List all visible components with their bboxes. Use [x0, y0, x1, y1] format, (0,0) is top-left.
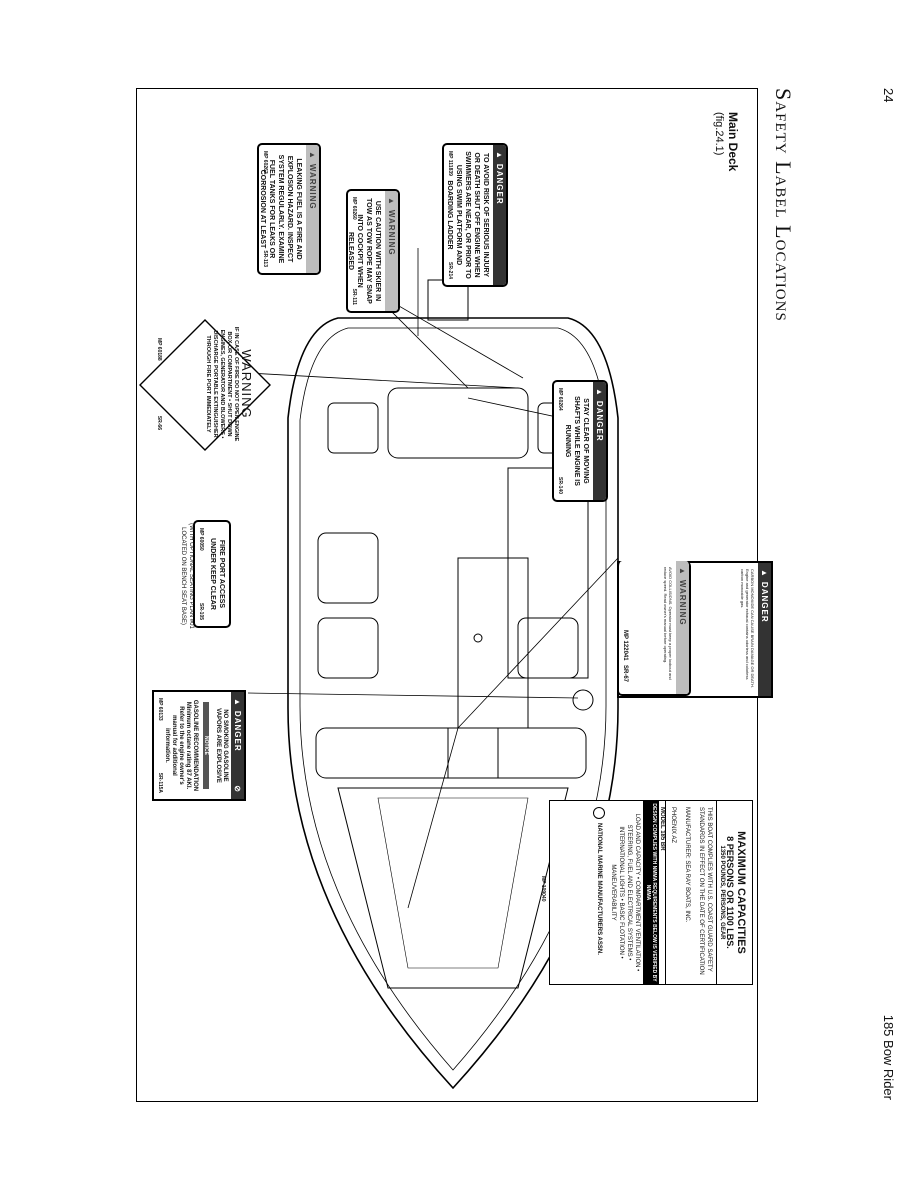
label-mp: MP 109040: [540, 876, 546, 902]
capacity-nmma-bar: DESIGN COMPLIES WITH NMMA REQUIREMENTS B…: [643, 801, 659, 984]
warning-triangle-icon: ▲: [495, 151, 504, 160]
capacity-place: PHOENIX AZ: [670, 807, 676, 844]
steering-wheel: [572, 689, 594, 711]
capacity-list: LOAD AND CAPACITY • COMPARTMENT VENTILAT…: [610, 813, 640, 972]
fire-port-note: (WITH OPTIONAL SEATING PLAN #01 LOCATED …: [180, 523, 194, 629]
label-sr: SR-66: [156, 415, 162, 430]
label-sr: SR-214: [447, 262, 453, 279]
capacity-model: MODEL 185 BR: [659, 801, 666, 984]
label-text-secondary: GASOLINE RECOMMENDATION Minimum octane r…: [164, 699, 198, 792]
warning-label-fuel: ▲WARNING LEAKING FUEL IS A FIRE AND EXPL…: [257, 143, 321, 275]
warning-triangle-icon: ▲: [595, 388, 604, 397]
label-mp: MP 60050: [198, 528, 204, 551]
label-mp: MP 60133: [157, 698, 163, 721]
warning-triangle-icon: ▲: [308, 151, 317, 160]
warning-triangle-icon: ▲: [760, 569, 769, 578]
warning-triangle-icon: ▲: [233, 698, 242, 707]
helm-seat: [317, 617, 379, 679]
label-text: IF IN CASE OF FIRE DO NOT OPEN ENGINE BO…: [205, 326, 239, 442]
label-text: NO SMOKING GASOLINE VAPORS ARE EXPLOSIVE: [215, 708, 228, 783]
label-header: ▲DANGER⊘: [231, 692, 244, 799]
label-text: AVOID COLLISIONS. Operator must keep a p…: [663, 567, 673, 680]
label-sr: SR-115A: [157, 772, 163, 793]
deck-fitting: [473, 633, 483, 643]
label-text: STAY CLEAR OF MOVING SHAFTS WHILE ENGINE…: [564, 396, 589, 486]
port-seat-fore: [517, 617, 579, 679]
label-header: ▲WARNING: [676, 561, 689, 694]
label-header: ▲DANGER: [493, 145, 506, 285]
walkthrough: [447, 727, 499, 779]
label-mp: MP 111839: [447, 151, 453, 176]
bow-lounge-inner: [377, 797, 529, 969]
hull-outline: [287, 317, 619, 1090]
leader-line: [247, 692, 579, 699]
warning-triangle-icon: ▲: [387, 197, 396, 206]
capacity-nmma: NATIONAL MARINE MANUFACTURERS ASSN.: [596, 823, 602, 955]
label-text: CARBON MONOXIDE CAN CAUSE BRAIN DAMAGE O…: [740, 569, 755, 688]
danger-label-fuel: ▲DANGER⊘ NO SMOKING GASOLINE VAPORS ARE …: [152, 690, 246, 801]
capacity-gear: 1350 POUNDS, PERSONS, GEAR: [716, 801, 725, 984]
notice-bar: NOTICE: [203, 702, 209, 789]
capacity-title: MAXIMUM CAPACITIES: [735, 831, 747, 954]
label-mp: MP 60264: [557, 388, 563, 411]
warning-label-collision: ▲WARNING AVOID COLLISIONS. Operator must…: [617, 561, 691, 696]
no-smoking-icon: ⊘: [233, 785, 242, 793]
leader-line: [407, 727, 459, 909]
label-text: FIRE PORT ACCESS UNDER KEEP CLEAR: [209, 538, 225, 610]
label-header: ▲WARNING: [306, 145, 319, 273]
label-header: ▲DANGER: [593, 382, 606, 500]
page-number: 24: [881, 88, 896, 103]
fire-warning-text: WARNING IF IN CASE OF FIRE DO NOT OPEN E…: [204, 324, 254, 444]
label-sr: SR-140: [557, 477, 563, 494]
label-mp: MP 60262: [262, 151, 268, 174]
label-mp: MP 60188: [156, 338, 162, 361]
warning-label-tow: ▲WARNING USE CAUTION WITH SKIER IN TOW A…: [346, 189, 400, 313]
label-mp: MP 60260: [351, 197, 357, 220]
label-header: ▲DANGER: [758, 563, 771, 696]
leader-line: [457, 557, 619, 729]
engine-box: [387, 387, 529, 459]
fire-port-label: FIRE PORT ACCESS UNDER KEEP CLEAR MP 600…: [193, 520, 231, 628]
stbd-seat-fore: [317, 532, 379, 604]
label-sr: SR-105: [198, 603, 204, 620]
capacity-maker: MANUFACTURER: SEA RAY BOATS, INC.: [684, 807, 690, 923]
label-header: ▲WARNING: [385, 191, 398, 311]
nmma-logo-icon: [593, 807, 605, 819]
label-sr: SR-67: [622, 665, 628, 683]
danger-label-shafts: ▲DANGER STAY CLEAR OF MOVING SHAFTS WHIL…: [552, 380, 608, 502]
danger-label-boarding: ▲DANGER TO AVOID RISK OF SERIOUS INJURY …: [442, 143, 508, 287]
fire-warning-diamond: [139, 319, 271, 451]
section-title: Safety Label Locations: [771, 88, 796, 322]
bow-lounge: [337, 787, 569, 989]
warning-triangle-icon: ▲: [678, 567, 687, 576]
capacity-persons: 8 PERSONS OR 1100 LBS.: [725, 836, 735, 949]
label-mp: MP 122041: [622, 630, 628, 661]
label-header: WARNING: [239, 349, 254, 419]
stbd-seat-rear: [327, 402, 379, 454]
label-sr: SR-111: [351, 288, 357, 305]
label-sr: SR-113: [262, 250, 268, 267]
capacity-plate: MAXIMUM CAPACITIES 8 PERSONS OR 1100 LBS…: [549, 800, 753, 985]
model-name: 185 Bow Rider: [881, 1014, 896, 1100]
capacity-compliance: THIS BOAT COMPLIES WITH U.S. COAST GUARD…: [698, 807, 712, 975]
